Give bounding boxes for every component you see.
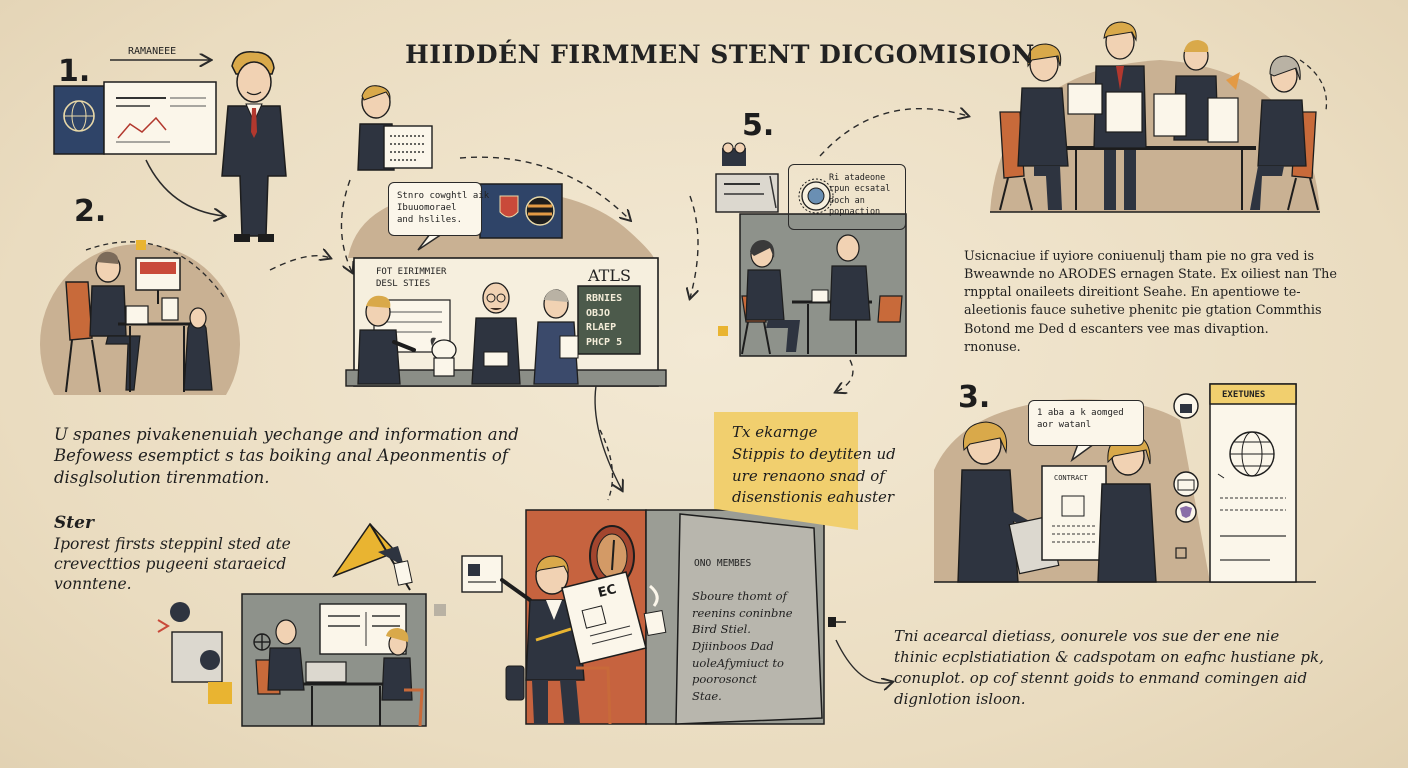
suited-man-figure [221,51,287,242]
records-card [675,513,823,725]
step2-scene [40,240,241,395]
records-card-line: Djiinboos Dad [692,639,774,654]
step1-to-man-arrow [145,159,224,216]
ster-description-line: crevecttios pugeeni staraeicd [54,555,287,574]
step2-description-line: disglsolution tirenmation. [54,467,270,487]
clerk-portrait [357,85,433,171]
executives-sidebar [1209,383,1297,583]
meeting-figure-center [471,282,521,385]
step3-speech-bubble: 1 aba a k aomged aor watanl [1028,400,1144,446]
exchange-sticky-note [714,412,858,530]
diagram-title: HIIDDÉN FIRMMEN STENT DICGOMISION [405,40,1035,69]
flow-clerk-to-meeting [340,179,352,272]
records-card-line: Bird Stiel. [692,622,751,637]
exchange-note-line: ure renaono snad of [732,466,885,485]
financial-document [103,81,217,155]
exchange-flow-arrows [594,385,622,501]
step5-bubble-line: Ri atadeone [829,173,886,183]
chalkboard-line: OBJO [586,307,611,319]
chalkboard-line: RBNIES [586,293,623,304]
badge-card [479,183,563,239]
flow-step5-to-topright [819,109,968,157]
ster-description: Iporest firsts steppinl sted ate crevect… [54,534,291,594]
chalkboard-line: RLAEP [586,322,617,333]
dog-figure [430,337,457,377]
executives-header: EXETUNES [1222,390,1266,400]
chalkboard [577,285,641,355]
meeting-figure-right [533,289,579,385]
conference-scene [990,21,1328,213]
step5-speech-bubble: Ri atadeone rpun ecsatal ooch an popnact… [788,164,906,230]
conference-description-line: aleetionis fauce suhetive phenitc pie gt… [964,303,1322,319]
flow-bubble-to-board [459,156,630,220]
conference-description: Usicnaciue if uyiore coniuenulj tham pie… [964,248,1337,357]
chalkboard-text: RBNIES OBJO RLAEP PHCP 5 [586,292,622,350]
records-card-line: reenins coninbne [692,605,793,620]
step-number-2: 2. [74,194,107,229]
chalkboard-line: PHCP 5 [586,336,623,348]
ster-description-line: Iporest firsts steppinl sted ate [54,535,291,553]
conference-description-line: rnonuse. [964,339,1021,355]
step5-scene [690,109,968,392]
flow-step5-down [690,195,698,298]
records-card-text: Sboure thomt of reenins coninbne Bird St… [692,588,793,705]
contract-header: CONTRACT [1054,474,1088,482]
passport-document [53,85,105,155]
flow-step2-to-meeting [269,256,330,271]
records-card-header: ONO MEMBES [694,558,752,569]
step3-bubble-line: 1 aba a k aomged [1037,408,1124,418]
conference-description-line: Bweawnde no ARODES ernagen State. Ex oil… [964,267,1337,283]
meeting-board-caption: FOT EIRIMMIER DESL STIES [376,266,446,290]
conference-description-line: rnpptal onaileets direitiont Seahe. En a… [964,285,1301,301]
records-card-line: Sboure thomt of [692,589,787,603]
step5-bubble-line: ooch an [829,195,865,206]
conference-description-line: Botond me Ded d escanters vee mas divapt… [964,321,1269,337]
step-number-3: 3. [958,380,991,415]
step1-label: RAMANEEE [128,46,177,57]
records-card-line: Stae. [692,689,722,704]
meeting-bubble-line: and hsliles. [397,215,463,226]
records-card-line: uoleAfymiuct to [692,655,784,670]
exchange-note-text: Tx ekarnge Stippis to deytiten ud ure re… [732,422,896,509]
closing-description-line: dignlotion isloon. [894,690,1026,708]
closing-description-line: conuplot. op cof stennt goids to enmand … [894,669,1308,687]
ster-scene [157,522,446,727]
meeting-board-line: DESL STIES [376,279,431,290]
step5-bubble-line: rpun ecsatal [829,184,891,195]
exchange-note-line: Stippis to deytiten ud [732,444,896,463]
step3-bubble-line: aor watanl [1037,420,1092,431]
meeting-bubble-line: Stnro cowghtl aik [397,191,490,201]
closing-description-line: Tni acearcal dietiass, oonurele vos sue … [894,627,1280,645]
step-number-1: 1. [58,54,91,89]
meeting-figure-left [357,295,416,385]
step2-description-line: Befowess esemptict s tas boiking anal Ap… [54,446,508,466]
step-number-5: 5. [742,108,775,143]
ster-heading: Ster [54,513,94,533]
contract-document [1041,465,1107,561]
meeting-speech-bubble: Stnro cowghtl aik Ibuuomorael and hslile… [388,182,489,236]
step2-description-line: U spanes pivakenenuiah yechange and info… [54,425,519,444]
step1-scene [53,51,287,242]
ster-description-line: vonntene. [54,575,132,594]
closing-description-line: thinic ecplstiatiation & cadspotam on ea… [894,648,1324,666]
chalkboard-title: ATLS [588,266,631,285]
records-office-scene [461,509,892,725]
step5-bubble-line: popnaction [829,207,881,218]
exchange-note-line: Tx ekarnge [732,423,818,441]
closing-description: Tni acearcal dietiass, oonurele vos sue … [894,626,1324,710]
meeting-board-line: FOT EIRIMMIER [376,267,447,277]
step2-dashed-arc [85,241,227,301]
records-card-line: poorosonct [692,672,757,687]
conference-description-line: Usicnaciue if uyiore coniuenulj tham pie… [964,249,1315,264]
meeting-bubble-line: Ibuuomorael [397,203,457,214]
exchange-note-line: disenstionis eahuster [732,488,895,507]
step2-description: U spanes pivakenenuiah yechange and info… [54,424,519,488]
